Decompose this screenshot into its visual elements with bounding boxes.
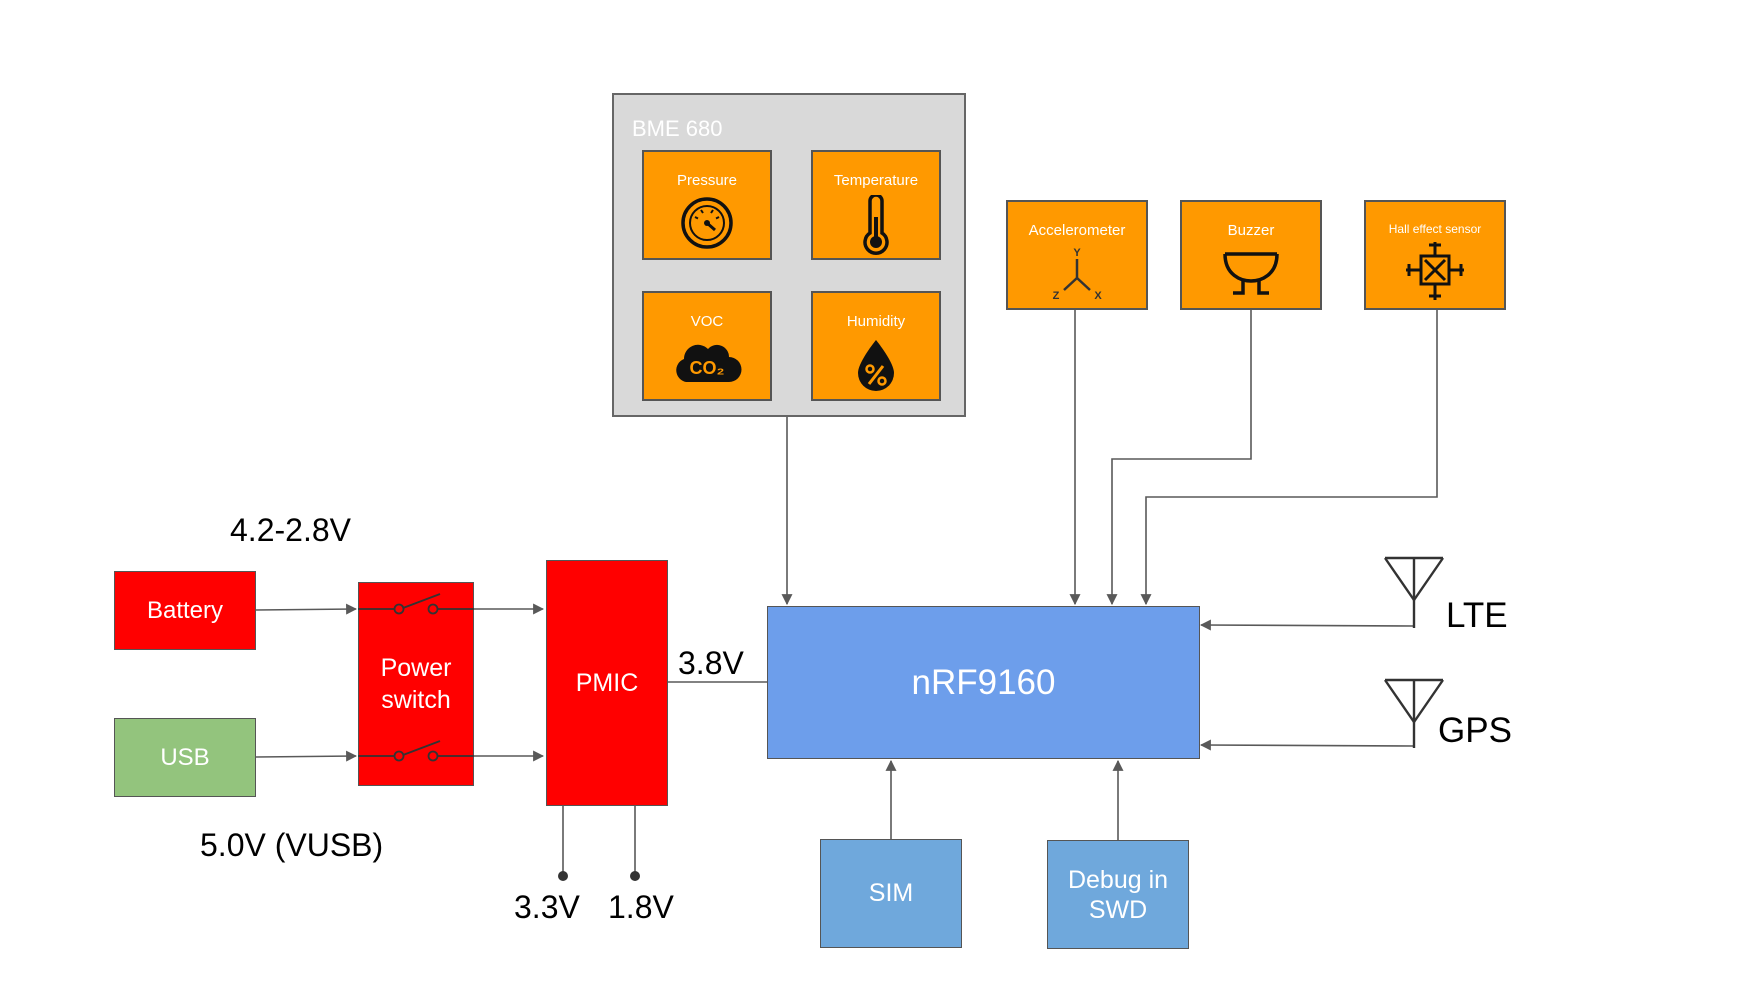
accelerometer-sensor: Accelerometer Y Z X <box>1006 200 1148 310</box>
wire-gps-mcu <box>1199 712 1415 751</box>
pmic-output-3v3-label: 3.3V <box>514 889 580 925</box>
buzzer-label: Buzzer <box>1227 222 1275 239</box>
wire-usb-switch <box>255 750 358 762</box>
debug-label-line1: Debug in <box>1067 865 1169 894</box>
switch-symbols <box>358 593 474 762</box>
hall-sensor-icon <box>1406 242 1464 300</box>
gps-label: GPS <box>1438 711 1512 750</box>
thermometer-icon <box>863 195 889 255</box>
pmic-label: PMIC <box>575 668 639 697</box>
sim-label: SIM <box>868 879 914 907</box>
axis-y-label: Y <box>1073 247 1081 259</box>
usb-label: USB <box>160 743 210 771</box>
pmic-output-1v8-label: 1.8V <box>608 889 674 925</box>
usb-voltage-label: 5.0V (VUSB) <box>200 827 384 863</box>
temperature-label: Temperature <box>833 172 919 189</box>
battery-block: Battery <box>114 571 256 650</box>
pressure-label: Pressure <box>676 172 738 189</box>
power-switch-label-line2: switch <box>381 686 451 714</box>
co2-glyph: CO₂ <box>690 358 725 378</box>
gps-antenna-icon <box>1384 678 1444 748</box>
battery-voltage-label: 4.2-2.8V <box>230 512 351 548</box>
hall-effect-sensor: Hall effect sensor <box>1364 200 1506 310</box>
switch-top-icon <box>358 593 474 615</box>
voc-sensor: VOC CO₂ <box>642 291 772 401</box>
pressure-sensor: Pressure <box>642 150 772 260</box>
temperature-sensor: Temperature <box>811 150 941 260</box>
power-switch-label-line1: Power <box>380 654 452 682</box>
terminal-3v3 <box>558 871 568 881</box>
debug-swd-block: Debug in SWD <box>1047 840 1189 949</box>
wire-battery-switch <box>255 603 358 615</box>
axis-z-label: Z <box>1053 290 1060 302</box>
co2-cloud-icon: CO₂ <box>676 344 742 382</box>
humidity-drop-icon <box>858 340 894 391</box>
pmic-block: PMIC <box>546 560 668 806</box>
power-switch-block: Power switch <box>358 582 474 786</box>
terminal-1v8 <box>630 871 640 881</box>
usb-block: USB <box>114 718 256 797</box>
wire-lte-mcu <box>1199 590 1415 631</box>
lte-label: LTE <box>1446 596 1508 635</box>
bme680-title: BME 680 <box>632 116 723 141</box>
pmic-output-3v8-label: 3.8V <box>678 645 744 681</box>
buzzer-icon <box>1223 252 1279 295</box>
humidity-sensor: Humidity <box>811 291 941 401</box>
battery-label: Battery <box>146 596 224 624</box>
hall-effect-label: Hall effect sensor <box>1388 222 1482 236</box>
gauge-icon <box>681 197 733 249</box>
buzzer-sensor: Buzzer <box>1180 200 1322 310</box>
nrf9160-block: nRF9160 <box>767 606 1200 759</box>
sim-block: SIM <box>820 839 962 948</box>
voc-label: VOC <box>690 313 724 330</box>
lte-antenna-icon <box>1384 556 1444 628</box>
wire-buzzer-mcu <box>1106 310 1252 606</box>
switch-bottom-icon <box>358 740 474 762</box>
debug-label-line2: SWD <box>1088 895 1148 924</box>
xyz-axes-icon: Y Z X <box>1053 247 1103 302</box>
axis-x-label: X <box>1094 290 1102 302</box>
nrf9160-label: nRF9160 <box>911 662 1056 702</box>
humidity-label: Humidity <box>846 313 906 330</box>
accelerometer-label: Accelerometer <box>1028 222 1126 239</box>
wire-hall-mcu <box>1140 310 1438 606</box>
